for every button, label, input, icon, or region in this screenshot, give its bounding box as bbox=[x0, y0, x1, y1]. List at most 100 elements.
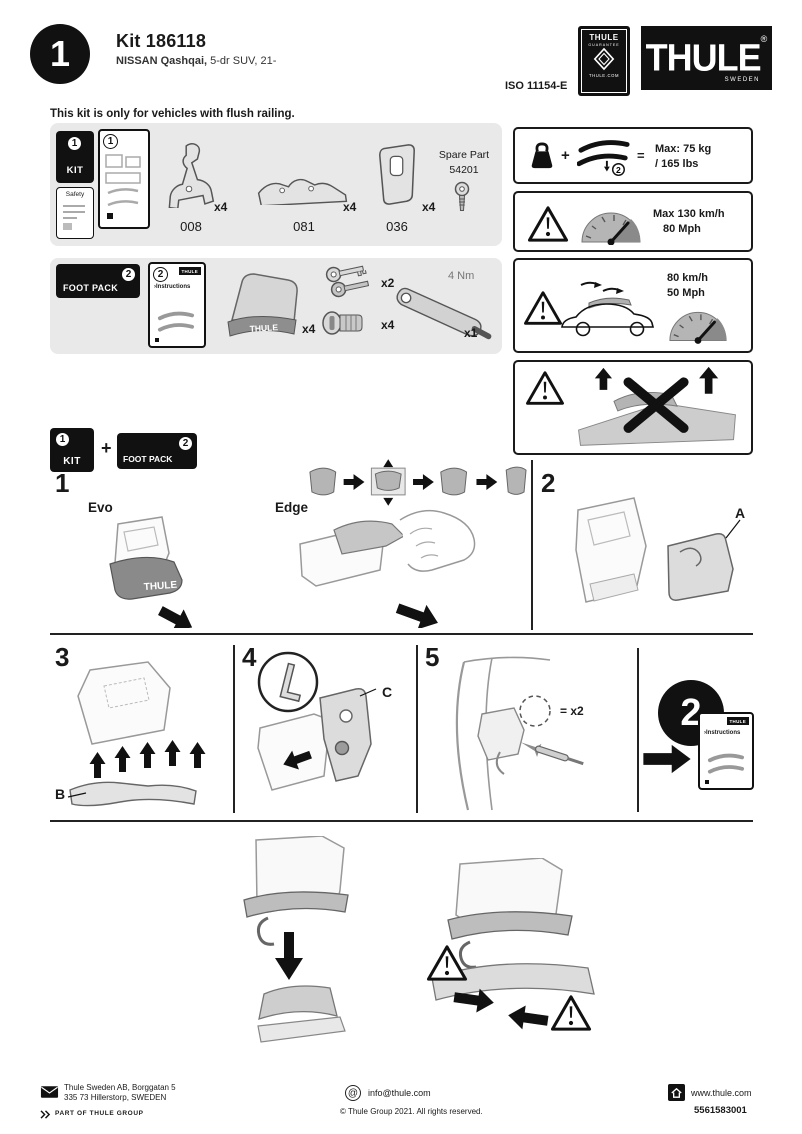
kit-booklet-sketch bbox=[105, 154, 141, 219]
thule-guarantee-badge: THULE GUARANTEE THULE.COM bbox=[578, 26, 630, 96]
step-divider bbox=[233, 645, 235, 813]
plus-sign: + bbox=[561, 147, 570, 164]
step-4-number: 4 bbox=[242, 642, 257, 672]
locks-qty: x4 bbox=[381, 318, 395, 332]
allen-key-circle-icon bbox=[257, 651, 319, 713]
at-symbol: @ bbox=[347, 1087, 359, 1099]
safety-label: Safety bbox=[65, 191, 85, 198]
guarantee-label: GUARANTEE bbox=[588, 43, 620, 47]
foot-pack-badge: 2 FOOT PACK bbox=[56, 264, 140, 298]
loaded-speed-line1: 80 km/h bbox=[667, 272, 708, 284]
combo-kit-number: 1 bbox=[55, 432, 70, 447]
combo-kit-label: KIT bbox=[63, 456, 81, 467]
copyright-notice: © Thule Group 2021. All rights reserved. bbox=[340, 1107, 483, 1116]
spare-part-number: 54201 bbox=[449, 164, 479, 176]
spare-part-label: Spare Part bbox=[438, 149, 490, 161]
spare-part-block: Spare Part 54201 bbox=[428, 148, 500, 178]
guarantee-inner: THULE GUARANTEE THULE.COM bbox=[581, 29, 627, 93]
load-ref-number: 2 bbox=[616, 165, 621, 175]
foot-qty: x4 bbox=[302, 322, 316, 336]
part-081-qty: x4 bbox=[343, 200, 357, 214]
max-load-box: + 2 = Max: 75 kg / 165 lbs bbox=[513, 127, 753, 184]
speedometer-icon bbox=[668, 310, 728, 344]
direction-arrow bbox=[283, 750, 312, 770]
thule-logo: THULE ® SWEDEN bbox=[641, 26, 772, 90]
chevrons-icon bbox=[40, 1110, 51, 1119]
step-5-doorframe-illustration bbox=[455, 656, 584, 811]
part-036-qty: x4 bbox=[422, 200, 436, 214]
callout-c: C bbox=[382, 684, 393, 700]
part-008-code: 008 bbox=[180, 219, 202, 234]
crossed-roof-illustration bbox=[578, 366, 736, 446]
document-number: 5561583001 bbox=[694, 1105, 747, 1116]
part-081-code: 081 bbox=[293, 219, 315, 234]
max-speed-text: Max 130 km/h 80 Mph bbox=[653, 207, 725, 237]
max-load-line1: Max: 75 kg bbox=[655, 143, 712, 155]
guarantee-diamond-icon bbox=[593, 47, 615, 71]
combo-foot-pack-badge: 2 FOOT PACK bbox=[117, 433, 197, 469]
speedometer-icon bbox=[580, 211, 642, 245]
thule-brand-on-foot: THULE bbox=[249, 322, 278, 333]
push-left-arrow bbox=[506, 1003, 550, 1033]
step-2-number: 2 bbox=[541, 468, 556, 498]
callout-b: B bbox=[55, 786, 66, 802]
safety-booklet: Safety bbox=[56, 187, 94, 239]
thule-logo-text: THULE bbox=[645, 35, 762, 79]
tool-qty: x1 bbox=[464, 326, 478, 340]
edge-label: Edge bbox=[275, 500, 309, 515]
step-divider bbox=[637, 648, 639, 812]
car-with-load-illustration bbox=[561, 281, 655, 337]
booklet-bullet: › bbox=[704, 730, 706, 736]
page-step-number-text: 1 bbox=[49, 33, 71, 74]
combo-foot-pack-label: FOOT PACK bbox=[123, 454, 173, 464]
kit-booklet-number: 1 bbox=[103, 134, 118, 149]
booklet-corner-mark bbox=[705, 780, 709, 784]
max-speed-line1: Max 130 km/h bbox=[653, 208, 725, 220]
mount-foot-on-rail-illustration bbox=[243, 836, 349, 1043]
evo-label: Evo bbox=[88, 500, 113, 515]
keys-illustration bbox=[325, 265, 370, 298]
thule-brand-on-foot: THULE bbox=[143, 580, 177, 593]
booklet-bars-sketch bbox=[707, 753, 745, 774]
step-4-bracket-c-illustration bbox=[257, 688, 377, 791]
spare-part-screw-icon bbox=[454, 181, 470, 211]
home-icon bbox=[668, 1084, 685, 1101]
warning-triangle-icon bbox=[523, 291, 563, 325]
torque-value: 4 Nm bbox=[448, 270, 475, 282]
page-step-number: 1 bbox=[30, 24, 90, 84]
registered-mark: ® bbox=[760, 34, 768, 44]
step-1-number: 1 bbox=[55, 468, 70, 498]
guarantee-site: THULE.COM bbox=[588, 73, 620, 78]
max-speed-box: Max 130 km/h 80 Mph bbox=[513, 191, 753, 252]
warning-triangle-icon bbox=[550, 995, 592, 1031]
combo-kit-badge: 1 KIT bbox=[50, 428, 94, 472]
company-address: Thule Sweden AB, Borggatan 5 335 73 Hill… bbox=[64, 1083, 176, 1103]
kit-badge: 1 KIT bbox=[56, 131, 94, 183]
warning-triangle-icon bbox=[527, 206, 569, 242]
loaded-speed-line2: 50 Mph bbox=[667, 287, 705, 299]
torque-key-illustration bbox=[396, 287, 492, 340]
max-speed-line2: 80 Mph bbox=[663, 223, 701, 235]
contact-email: info@thule.com bbox=[368, 1088, 431, 1098]
envelope-icon bbox=[40, 1086, 59, 1098]
combo-foot-pack-number: 2 bbox=[178, 436, 193, 451]
kit-title: Kit 186118 bbox=[116, 31, 207, 51]
part-036-illustration bbox=[379, 144, 415, 205]
flush-railing-notice: This kit is only for vehicles with flush… bbox=[50, 108, 295, 120]
loaded-speed-box: 80 km/h 50 Mph bbox=[513, 258, 753, 353]
section-divider bbox=[50, 820, 753, 822]
up-arrows bbox=[89, 740, 206, 778]
kit-instructions-booklet: 1 bbox=[98, 129, 150, 229]
booklet-corner-mark bbox=[155, 338, 159, 342]
load-bars-icon: 2 bbox=[577, 140, 630, 177]
equals-sign: = bbox=[637, 148, 645, 163]
step-2-bracket-illustration bbox=[575, 497, 741, 603]
address-line-2: 335 73 Hillerstorp, SWEDEN bbox=[64, 1093, 167, 1102]
vehicle-variant: 5-dr SUV, 21- bbox=[207, 55, 277, 67]
step-5-repeat-count: = x2 bbox=[560, 704, 584, 718]
step-5-number: 5 bbox=[425, 642, 440, 672]
email-icon: @ bbox=[345, 1085, 361, 1101]
direction-arrow bbox=[395, 603, 438, 628]
address-line-1: Thule Sweden AB, Borggatan 5 bbox=[64, 1083, 176, 1092]
